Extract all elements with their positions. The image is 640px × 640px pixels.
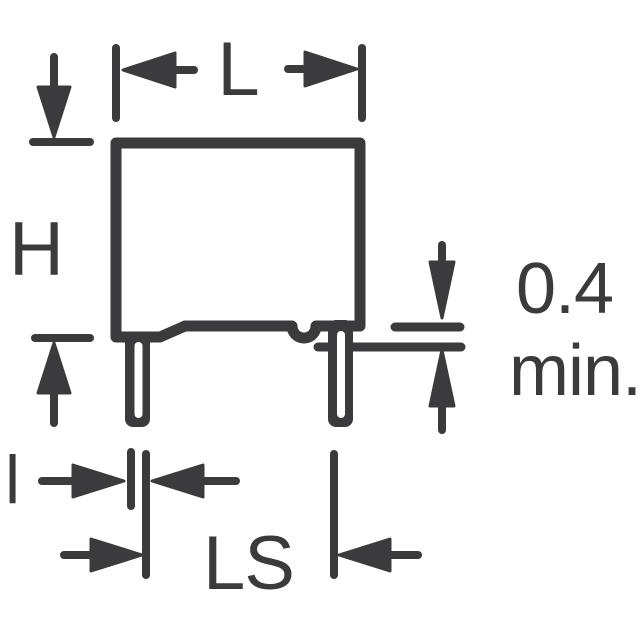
dim-lead-spacing-arrowhead-right <box>337 537 392 573</box>
dim-lead-spacing: LS <box>60 450 422 606</box>
right-lead <box>328 320 353 427</box>
dim-lead-spacing-label: LS <box>203 521 294 606</box>
dim-lead-diameter-label: l <box>5 442 19 518</box>
dim-length-arrowhead-left <box>121 51 177 89</box>
dim-standoff-arrowhead-bottom <box>428 348 456 408</box>
dim-lead-diameter: l <box>5 442 240 579</box>
dim-length: L <box>112 27 366 122</box>
dim-standoff-arrowhead-top <box>428 260 456 320</box>
dim-height-arrowhead-bottom <box>36 341 72 395</box>
dim-lead-diameter-arrowhead-right <box>150 463 205 499</box>
left-lead <box>125 333 150 427</box>
dim-height-arrowhead-top <box>36 85 72 139</box>
dim-length-label: L <box>217 27 258 112</box>
dim-height-label: H <box>9 207 63 292</box>
dim-height: H <box>9 53 94 427</box>
dim-standoff: 0.4 min. <box>390 241 640 434</box>
left-lead-slot <box>134 342 143 418</box>
dim-lead-spacing-arrowhead-left <box>89 537 144 573</box>
dim-length-arrowhead-right <box>303 50 359 88</box>
dim-lead-diameter-arrowhead-left <box>71 463 126 499</box>
capacitor-body-outline <box>110 137 366 344</box>
right-lead-slot <box>337 331 345 418</box>
dim-standoff-qualifier: min. <box>509 331 640 411</box>
dim-standoff-value: 0.4 <box>516 249 613 329</box>
